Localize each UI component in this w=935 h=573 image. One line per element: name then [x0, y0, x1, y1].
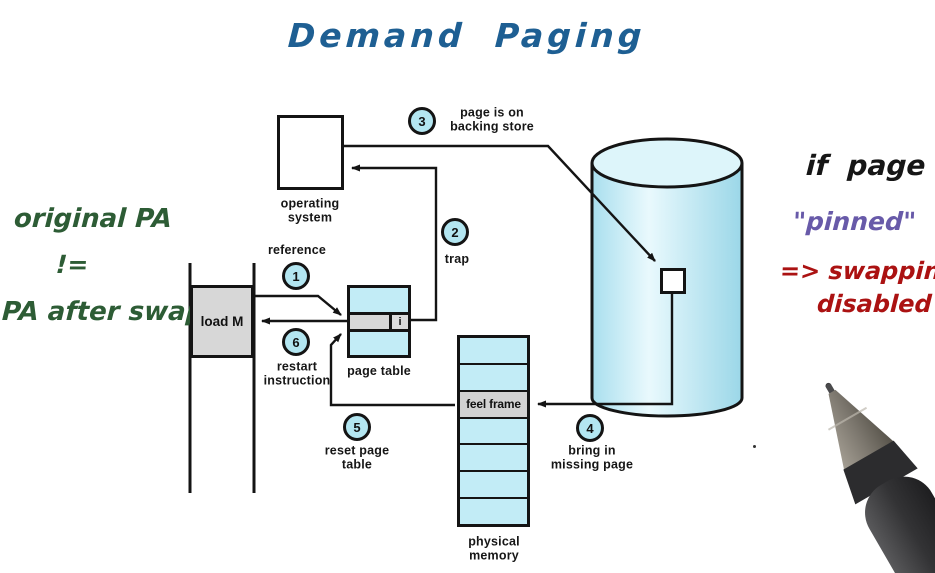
page-square — [660, 268, 686, 294]
page-table-row-top — [350, 288, 408, 315]
page-table-row-bottom — [350, 332, 408, 355]
operating-system-box — [277, 115, 344, 190]
step-number: 4 — [586, 420, 594, 436]
annotation-original-pa: original PA — [13, 204, 173, 234]
annotation-disabled: disabled — [816, 290, 933, 318]
annotation-not-equal: != — [55, 250, 90, 279]
step-label-backing-store: page is on backing store — [450, 105, 534, 134]
arrow-step1-reference — [255, 294, 342, 316]
step-circle-5: 5 — [343, 413, 371, 441]
page-table: i — [347, 285, 411, 358]
step-circle-1: 1 — [282, 262, 310, 290]
physical-memory-label: physical memory — [468, 534, 520, 563]
memory-frame — [460, 416, 527, 444]
memory-frame — [460, 497, 527, 525]
annotation-pa-after-swap: PA after swap — [1, 297, 206, 327]
step-label-reference: reference — [267, 242, 327, 257]
page-table-index-cell: i — [389, 315, 408, 329]
page-table-row-entry: i — [350, 315, 408, 332]
arrow-step3-backing-store — [344, 144, 656, 262]
step-number: 5 — [353, 419, 361, 435]
load-m-box: load M — [190, 285, 254, 358]
step-number: 6 — [292, 334, 300, 350]
step-label-reset: reset page table — [324, 443, 390, 472]
step-circle-2: 2 — [441, 218, 469, 246]
page-table-label: page table — [347, 363, 411, 378]
step-circle-4: 4 — [576, 414, 604, 442]
free-frame-cell: feel frame — [460, 389, 527, 417]
operating-system-label: operating system — [280, 196, 340, 225]
memory-frame — [460, 443, 527, 471]
step-circle-6: 6 — [282, 328, 310, 356]
annotation-swapping: => swapping — [779, 257, 935, 285]
step-number: 2 — [451, 224, 459, 240]
memory-frame — [460, 362, 527, 390]
step-label-restart: restart instruction — [263, 359, 331, 388]
arrow-step5-reset — [329, 333, 455, 407]
stray-dot — [753, 445, 756, 448]
annotation-if-page: if page — [805, 149, 927, 182]
step-label-trap: trap — [444, 251, 470, 266]
arrow-step2-trap — [351, 164, 438, 322]
step-circle-3: 3 — [408, 107, 436, 135]
arrow-step4-bring-in — [537, 294, 674, 408]
stylus-pen — [825, 382, 935, 573]
step-number: 3 — [418, 113, 426, 129]
step-label-bring-in: bring in missing page — [550, 443, 634, 472]
step-number: 1 — [292, 268, 300, 284]
physical-memory: feel frame — [457, 335, 530, 527]
annotation-pinned: "pinned" — [792, 207, 917, 236]
page-title: Demand Paging — [286, 16, 647, 55]
memory-frame — [460, 338, 527, 363]
memory-frame — [460, 470, 527, 498]
